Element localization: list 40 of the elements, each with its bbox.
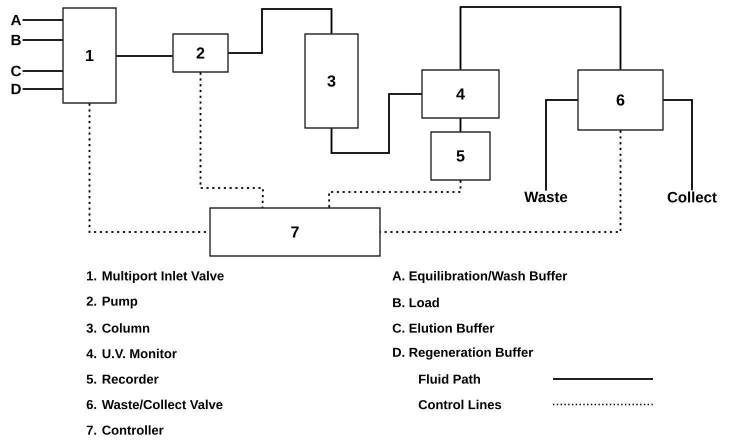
component-box: 4 [421, 69, 500, 119]
fluid-line [22, 88, 62, 90]
port-label: C [11, 66, 21, 76]
legend-text: Fluid Path [419, 374, 480, 384]
component-box: 2 [172, 33, 229, 73]
key-entry: C. Elution Buffer [392, 323, 494, 333]
fluid-line [22, 39, 62, 41]
key-entry: 4. U.V. Monitor [86, 348, 177, 358]
component-box: 1 [62, 7, 117, 104]
key-entry: 3. Column [86, 323, 150, 333]
key-entry: 7. Controller [86, 425, 164, 435]
key-entry: A. Equilibration/Wash Buffer [392, 270, 568, 284]
fluid-line [228, 8, 332, 54]
port-label: B [12, 34, 21, 46]
key-entry: 2. Pump [86, 296, 138, 308]
port-label: Collect [668, 192, 717, 202]
control-line [328, 180, 462, 208]
fluid-line [116, 55, 172, 57]
control-line [380, 130, 622, 233]
fluid-line [664, 99, 693, 190]
key-entry: D. Regeneration Buffer [393, 347, 534, 360]
component-box: 5 [430, 131, 491, 181]
component-box: 7 [209, 207, 381, 257]
fluid-line [22, 70, 62, 72]
key-entry: B. Load [393, 298, 439, 308]
legend-text: Control Lines [418, 400, 502, 410]
key-entry: 5. Recorder [86, 374, 158, 384]
control-line [200, 72, 264, 208]
fluid-line [22, 19, 62, 21]
fluid-line [330, 93, 422, 154]
fluid-line [460, 118, 462, 132]
fluid-line [460, 6, 622, 70]
key-entry: 1. Multiport Inlet Valve [87, 270, 224, 284]
port-label: D [12, 84, 21, 94]
fluid-line [545, 99, 578, 191]
key-entry: 6. Waste/Collect Valve [86, 400, 223, 410]
port-label: A [11, 14, 21, 26]
port-label: Waste [524, 192, 568, 202]
component-box: 6 [577, 69, 664, 131]
component-box: 3 [304, 33, 359, 129]
